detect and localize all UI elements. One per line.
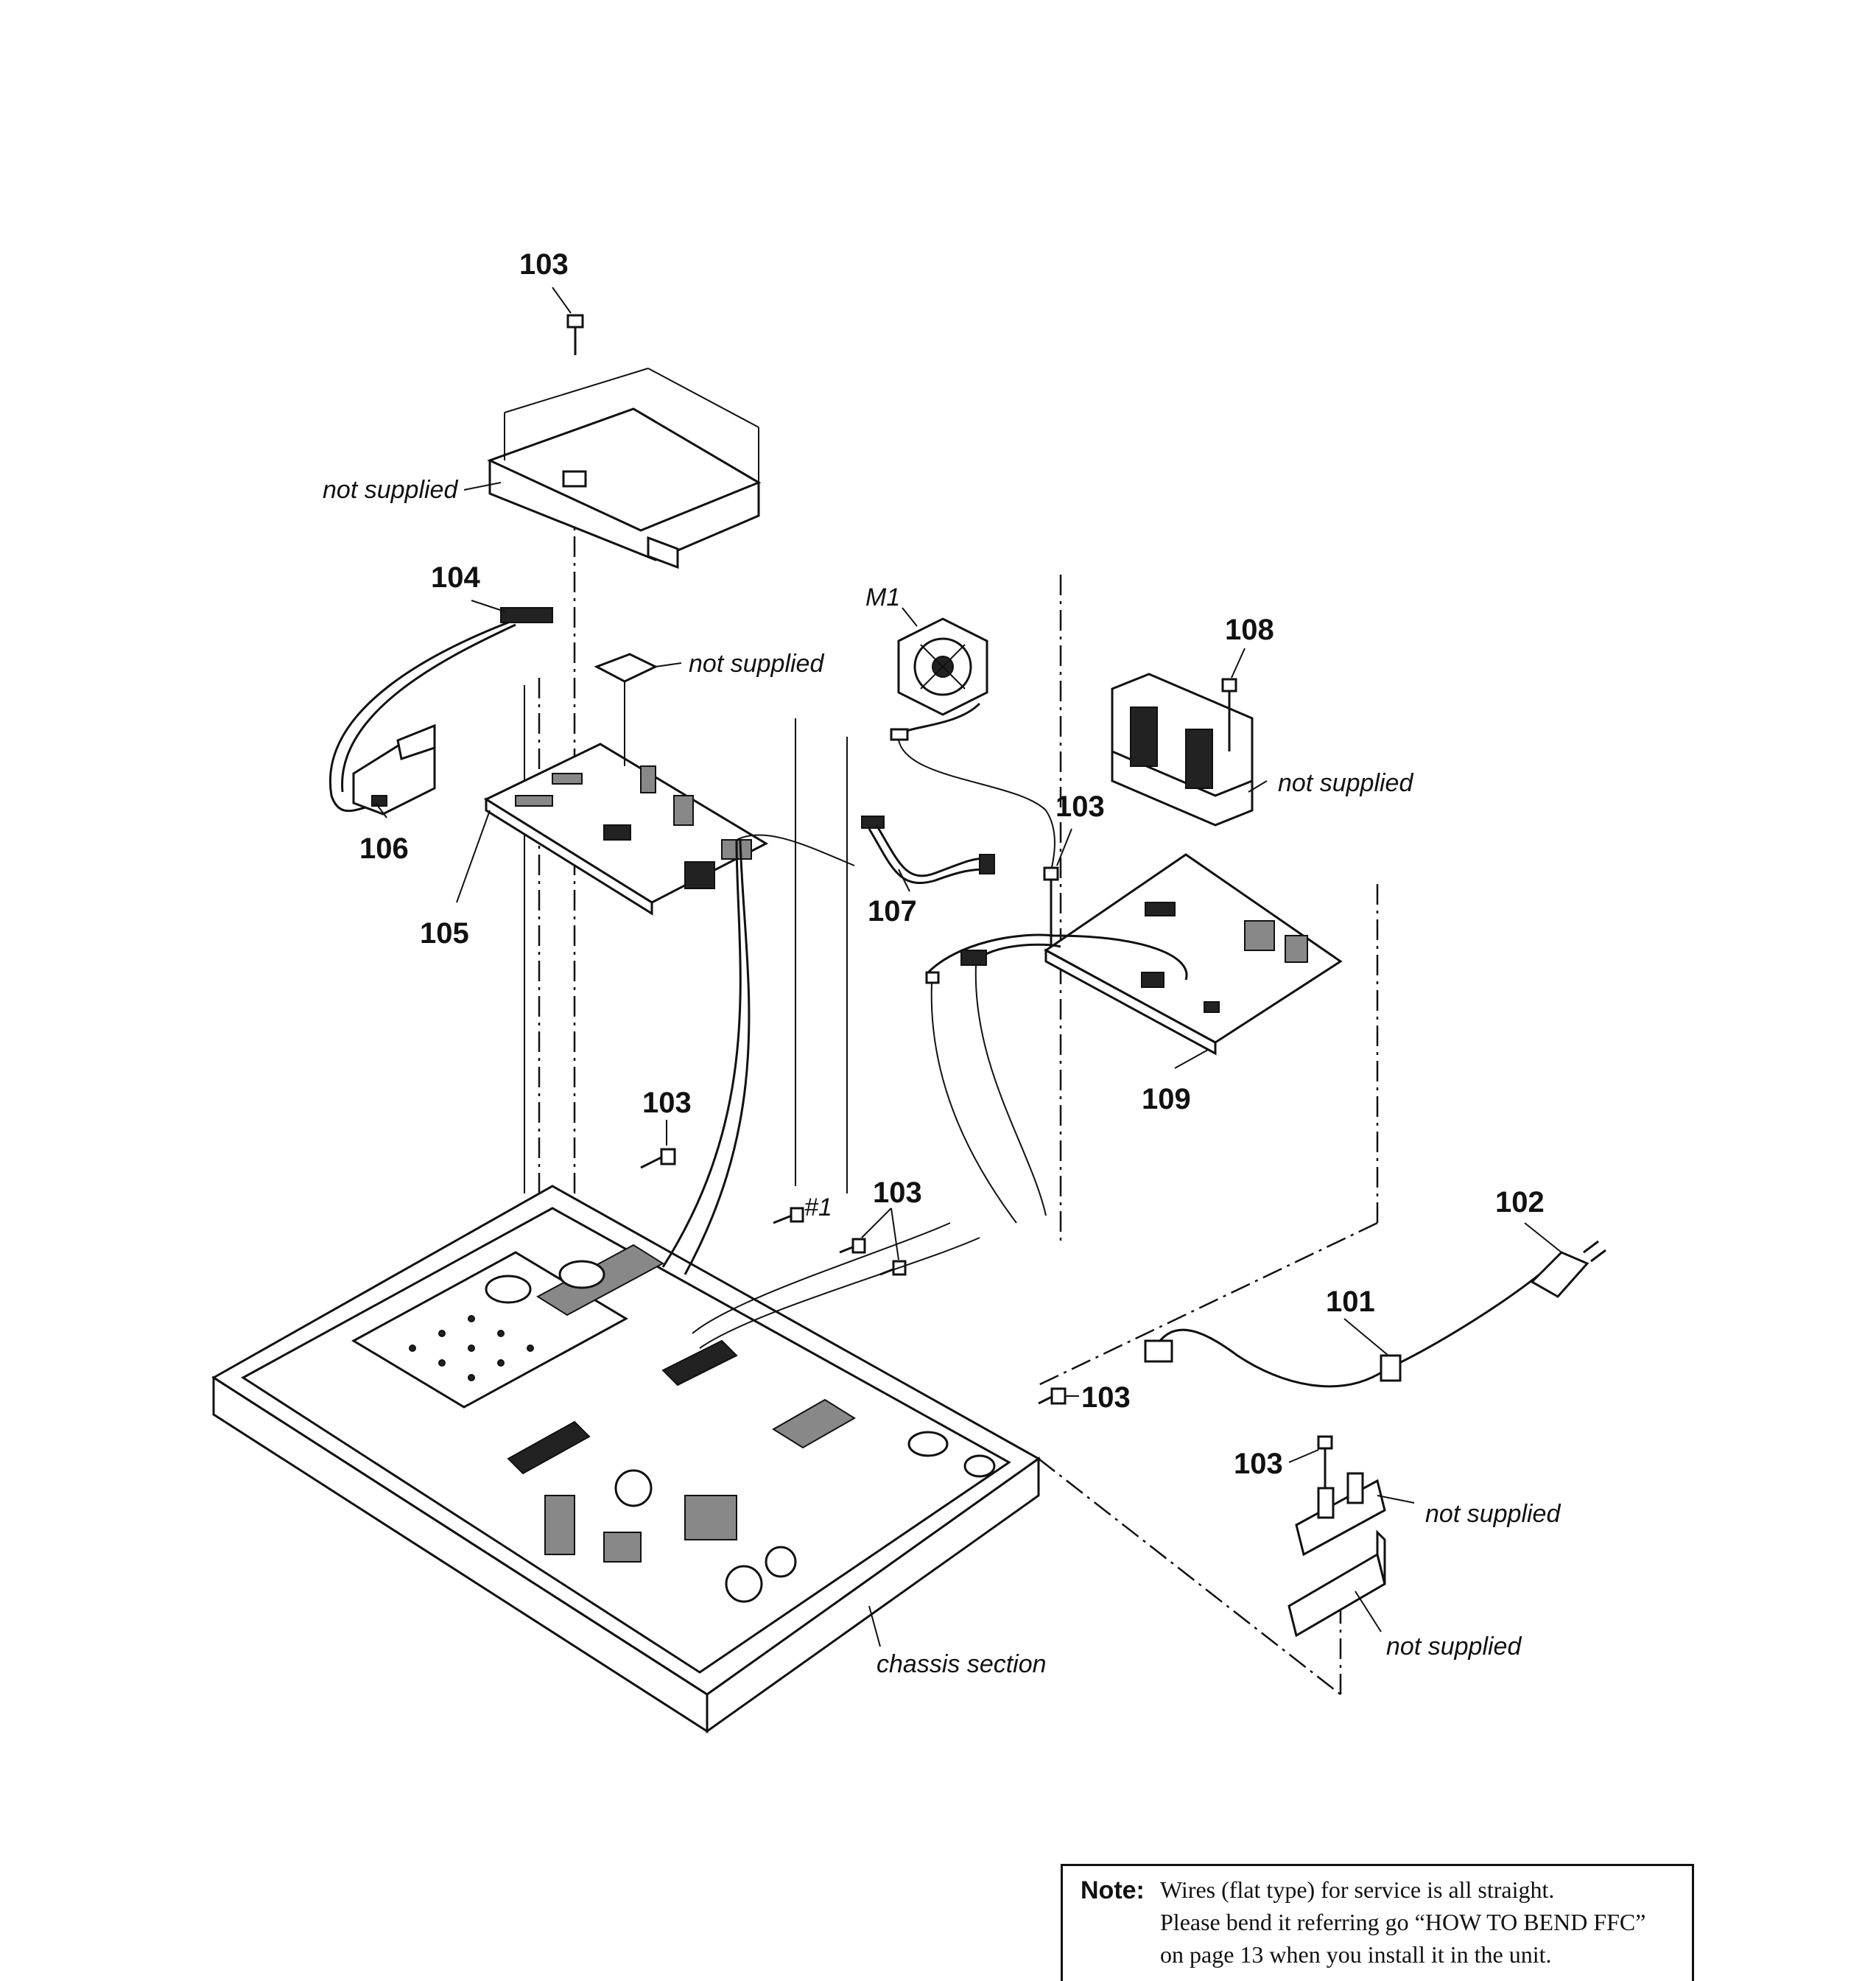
label-101: 101 [1326, 1286, 1375, 1318]
ffc-104 [329, 607, 553, 813]
label-103-lower: 103 [1081, 1381, 1131, 1414]
top-bracket [487, 368, 762, 569]
clip-part [1295, 1472, 1386, 1557]
callout-not-supplied-pad: not supplied [689, 650, 824, 678]
note-label: Note: [1081, 1876, 1145, 1904]
heatsink [1111, 673, 1254, 827]
bracket-106 [352, 723, 436, 816]
label-103-right: 103 [1055, 790, 1105, 823]
board-109 [925, 853, 1343, 1224]
plate-part [1287, 1529, 1386, 1638]
screw-103-top [566, 314, 584, 355]
callout-not-supplied-bracket: not supplied [323, 476, 458, 504]
callout-chassis-section: chassis section [876, 1650, 1047, 1678]
screw-103-bottom [1317, 1435, 1333, 1488]
callout-not-supplied-clip: not supplied [1425, 1500, 1561, 1528]
ffc-107 [736, 816, 995, 884]
screw-p1 [773, 1207, 804, 1224]
leader-lines [375, 287, 1562, 1647]
label-107: 107 [868, 895, 917, 928]
screw-103-center-a [839, 1238, 866, 1254]
screw-103-mid [640, 1148, 676, 1169]
note-line-1: Wires (flat type) for service is all str… [1160, 1876, 1555, 1903]
label-108: 108 [1225, 614, 1274, 646]
label-103-center: 103 [873, 1177, 922, 1209]
note-line-2: Please bend it referring go “HOW TO BEND… [1160, 1909, 1646, 1935]
label-105: 105 [420, 917, 469, 950]
label-109: 109 [1142, 1083, 1191, 1115]
label-103-mid: 103 [642, 1087, 692, 1119]
chassis-holes [409, 1315, 534, 1381]
label-103-bottom: 103 [1234, 1448, 1283, 1480]
board-105 [483, 653, 769, 916]
label-103-top: 103 [519, 248, 569, 281]
note-box: Note: Wires (flat type) for service is a… [1061, 1864, 1694, 1981]
fan-m1 [890, 617, 1055, 877]
chassis [211, 839, 1041, 1733]
label-102: 102 [1495, 1186, 1545, 1219]
screw-103-lower [1038, 1387, 1067, 1405]
label-m1: M1 [865, 583, 900, 611]
screw-108 [1221, 678, 1237, 751]
label-106: 106 [359, 832, 409, 865]
callout-not-supplied-plate: not supplied [1386, 1633, 1522, 1661]
note-line-3: on page 13 when you install it in the un… [1160, 1941, 1552, 1968]
label-104: 104 [431, 561, 480, 594]
assembly-guide-lines [524, 501, 1379, 1695]
label-p1: #1 [804, 1193, 832, 1221]
power-cord [1144, 1240, 1606, 1388]
callout-not-supplied-heatsink: not supplied [1278, 769, 1413, 797]
screw-103-right [1043, 866, 1059, 950]
